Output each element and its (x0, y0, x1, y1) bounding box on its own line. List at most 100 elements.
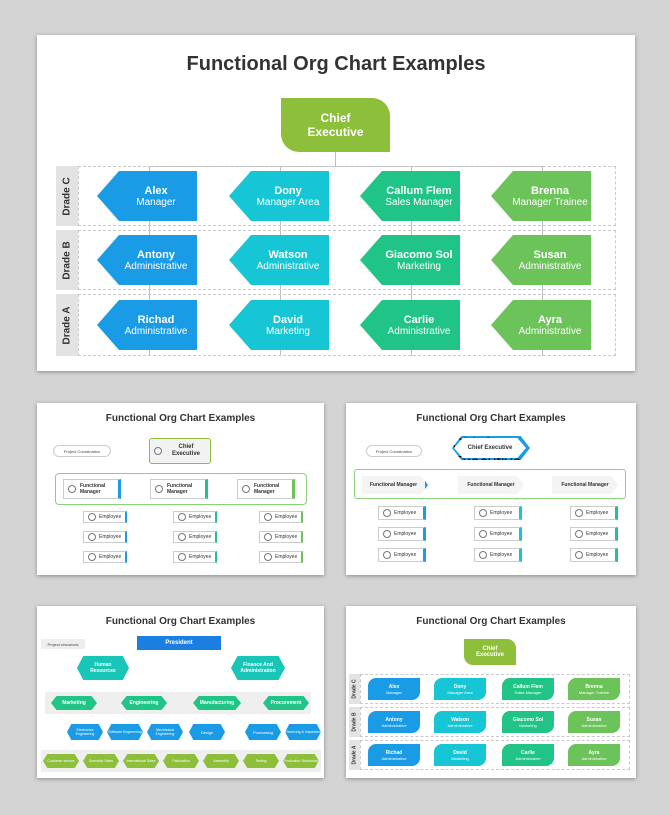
employee-card[interactable]: Employee (474, 506, 522, 520)
person-icon (155, 485, 163, 493)
person-icon (88, 533, 96, 541)
slide-title: Functional Org Chart Examples (186, 53, 486, 75)
employee-card[interactable]: Employee (173, 551, 217, 563)
person-icon (88, 553, 96, 561)
person-icon (264, 533, 272, 541)
leaf-node[interactable]: Assembly (203, 754, 239, 768)
finance-node[interactable]: Finance And Administration (231, 656, 285, 680)
thumbnail-2[interactable]: Functional Org Chart Examples Project Co… (346, 403, 636, 575)
manager-node[interactable]: Functional Manager (362, 476, 428, 494)
person-node[interactable]: Giacomo Sol Marketing (360, 235, 460, 285)
department-node[interactable]: Engineering (121, 696, 167, 710)
grade-label-c: Drade C (56, 166, 78, 226)
ceo-node-inner: Chief Executive (454, 438, 526, 458)
department-node[interactable]: Procurement (263, 696, 309, 710)
department-node[interactable]: Manufacturing (193, 696, 241, 710)
person-node[interactable]: Callum Flem Sales Manager (360, 171, 460, 221)
ceo-node[interactable]: Chief Executive (281, 98, 390, 152)
person-icon (264, 553, 272, 561)
grade-label-c: Drade C (349, 674, 360, 704)
employee-card[interactable]: Employee (173, 511, 217, 523)
ceo-line1: Chief (320, 111, 351, 125)
person-node[interactable]: Watson Administrative (229, 235, 329, 285)
employee-card[interactable]: Employee (83, 531, 127, 543)
sub-node[interactable]: Software Engineering (107, 724, 143, 740)
person-node[interactable]: Carlie Administrative (360, 300, 460, 350)
sub-node[interactable]: Design (189, 724, 225, 740)
manager-node[interactable]: Functional Manager (458, 476, 524, 494)
ceo-node[interactable]: Chief Executive (149, 438, 211, 464)
manager-node[interactable]: Functional Manager (552, 476, 618, 494)
employee-card[interactable]: Employee (83, 551, 127, 563)
person-node[interactable]: Brenna Manager Trainee (491, 171, 591, 221)
person-node[interactable]: Dony Manager Area (229, 171, 329, 221)
person-node[interactable]: Susan Administrative (491, 235, 591, 285)
employee-card[interactable]: Employee (259, 511, 303, 523)
grade-row-c (360, 674, 630, 704)
employee-card[interactable]: Employee (570, 548, 618, 562)
main-slide[interactable]: Functional Org Chart Examples Chief Exec… (37, 35, 635, 371)
grade-label-b: Drade B (56, 230, 78, 290)
employee-card[interactable]: Employee (570, 506, 618, 520)
thumb-title: Functional Org Chart Examples (416, 616, 566, 627)
sub-node[interactable]: Electronics Engineering (67, 724, 103, 740)
employee-card[interactable]: Employee (173, 531, 217, 543)
employee-card[interactable]: Employee (378, 548, 426, 562)
president-node[interactable]: President (137, 636, 221, 650)
leaf-node[interactable]: International Sales (123, 754, 159, 768)
thumb-title: Functional Org Chart Examples (416, 413, 566, 424)
person-node[interactable]: Ayra Administrative (491, 300, 591, 350)
employee-card[interactable]: Employee (474, 548, 522, 562)
person-icon (264, 513, 272, 521)
person-icon (479, 530, 487, 538)
thumbnail-4[interactable]: Functional Org Chart Examples Chief Exec… (346, 606, 636, 778)
sub-node[interactable]: Purchasing (245, 724, 281, 740)
thumb-title: Functional Org Chart Examples (105, 413, 256, 424)
leaf-node[interactable]: Customer service (43, 754, 79, 768)
employee-card[interactable]: Employee (259, 531, 303, 543)
person-node[interactable]: Richad Administrative (97, 300, 197, 350)
sub-node[interactable]: Mechanical Engineering (147, 724, 183, 740)
grade-label-b: Drade B (349, 707, 360, 737)
ceo-node[interactable]: Chief Executive (464, 639, 516, 665)
employee-card[interactable]: Employee (378, 527, 426, 541)
person-node[interactable]: David Marketing (229, 300, 329, 350)
project-resources: Project resources (41, 639, 85, 649)
department-node[interactable]: Marketing (51, 696, 97, 710)
leaf-node[interactable]: Domestic Sales (83, 754, 119, 768)
departments-band (45, 692, 311, 714)
leaf-node[interactable]: Fabrication (163, 754, 199, 768)
employee-card[interactable]: Employee (570, 527, 618, 541)
leaf-node[interactable]: Production Scheduling (283, 754, 319, 768)
leaf-node[interactable]: Testing (243, 754, 279, 768)
sub-node[interactable]: Receiving & Inspection (285, 724, 321, 740)
employee-card[interactable]: Employee (378, 506, 426, 520)
thumbnail-3[interactable]: Functional Org Chart Examples Project re… (37, 606, 324, 778)
employee-card[interactable]: Employee (259, 551, 303, 563)
grade-row-b (360, 707, 630, 737)
employee-card[interactable]: Employee (83, 511, 127, 523)
person-icon (479, 509, 487, 517)
person-node[interactable]: Antony Administrative (97, 235, 197, 285)
managers-group (354, 469, 626, 499)
employee-card[interactable]: Employee (474, 527, 522, 541)
thumbnail-1[interactable]: Functional Org Chart Examples Project Co… (37, 403, 324, 575)
hr-node[interactable]: Human Resources (77, 656, 129, 680)
grade-row-c (78, 166, 616, 226)
person-node[interactable]: Alex Manager (97, 171, 197, 221)
